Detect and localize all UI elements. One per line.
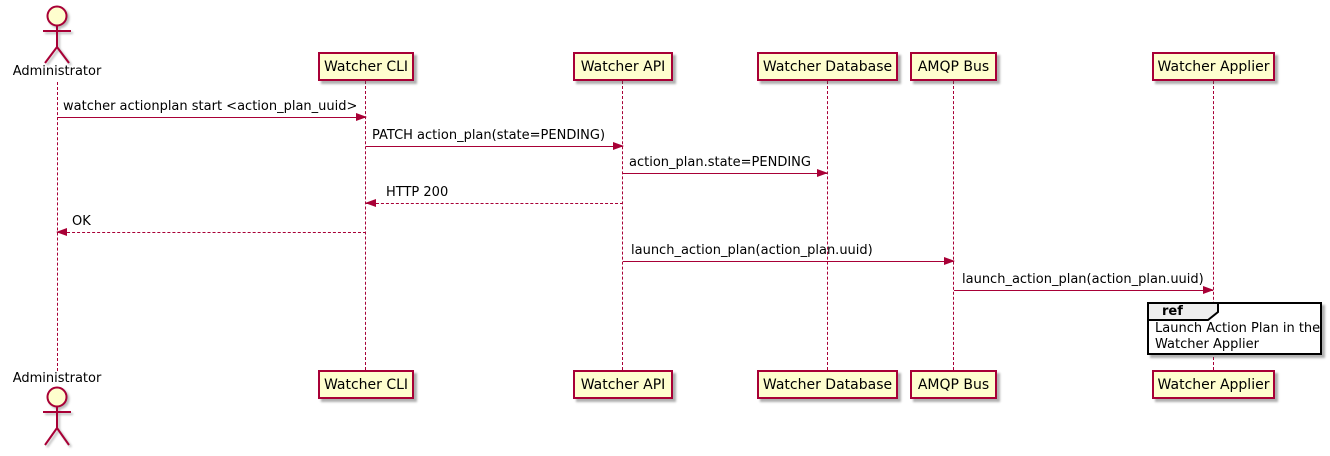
participant-label: Watcher CLI: [323, 376, 409, 393]
participant-label: Watcher API: [580, 376, 666, 393]
participant-label: AMQP Bus: [917, 376, 990, 393]
message-label: watcher actionplan start <action_plan_uu…: [63, 99, 358, 114]
actor-label-administrator-top: Administrator: [12, 64, 102, 79]
lifeline-watcher-cli: [365, 81, 366, 370]
message-arrow: launch_action_plan(action_plan.uuid): [623, 243, 955, 265]
participant-watcher-api-top: Watcher API: [573, 52, 673, 81]
message-label: HTTP 200: [386, 185, 449, 200]
message-label: launch_action_plan(action_plan.uuid): [631, 243, 873, 258]
ref-fragment: ref Launch Action Plan in the Watcher Ap…: [1147, 302, 1322, 355]
participant-label: Watcher CLI: [323, 58, 409, 75]
lifeline-administrator: [57, 82, 58, 371]
participant-label: AMQP Bus: [917, 58, 990, 75]
participant-label: Watcher API: [580, 58, 666, 75]
lifeline-watcher-api: [622, 81, 623, 370]
participant-label: Watcher Applier: [1157, 58, 1270, 75]
message-arrow: action_plan.state=PENDING: [623, 155, 828, 177]
participant-watcher-cli-top: Watcher CLI: [318, 52, 414, 81]
message-arrow-return: HTTP 200: [365, 185, 623, 207]
participant-label: Watcher Applier: [1157, 376, 1270, 393]
ref-keyword: ref: [1162, 304, 1183, 319]
actor-icon: [43, 5, 71, 64]
participant-amqp-bus-bottom: AMQP Bus: [910, 370, 997, 399]
actor-label-administrator-bottom: Administrator: [12, 371, 102, 386]
participant-watcher-applier-top: Watcher Applier: [1152, 52, 1275, 81]
message-label: action_plan.state=PENDING: [629, 155, 811, 170]
participant-label: Watcher Database: [762, 58, 893, 75]
lifeline-watcher-database: [827, 81, 828, 370]
participant-watcher-api-bottom: Watcher API: [573, 370, 673, 399]
lifeline-amqp-bus: [953, 81, 954, 370]
participant-watcher-cli-bottom: Watcher CLI: [318, 370, 414, 399]
message-label: PATCH action_plan(state=PENDING): [372, 128, 606, 143]
participant-watcher-applier-bottom: Watcher Applier: [1152, 370, 1275, 399]
message-arrow: launch_action_plan(action_plan.uuid): [954, 272, 1214, 294]
participant-watcher-database-bottom: Watcher Database: [757, 370, 898, 399]
actor-icon: [43, 386, 71, 446]
participant-label: Watcher Database: [762, 376, 893, 393]
message-label: launch_action_plan(action_plan.uuid): [962, 272, 1204, 287]
ref-header-shape: [1147, 302, 1219, 321]
lifeline-watcher-applier: [1213, 81, 1214, 370]
participant-watcher-database-top: Watcher Database: [757, 52, 898, 81]
ref-text-line: Watcher Applier: [1155, 337, 1259, 352]
ref-text-line: Launch Action Plan in the: [1155, 321, 1321, 336]
ref-text: Launch Action Plan in the Watcher Applie…: [1155, 321, 1320, 353]
message-arrow: watcher actionplan start <action_plan_uu…: [57, 99, 367, 121]
message-arrow: PATCH action_plan(state=PENDING): [366, 128, 624, 150]
message-arrow-return: OK: [56, 214, 366, 236]
participant-amqp-bus-top: AMQP Bus: [910, 52, 997, 81]
message-label: OK: [72, 214, 91, 229]
